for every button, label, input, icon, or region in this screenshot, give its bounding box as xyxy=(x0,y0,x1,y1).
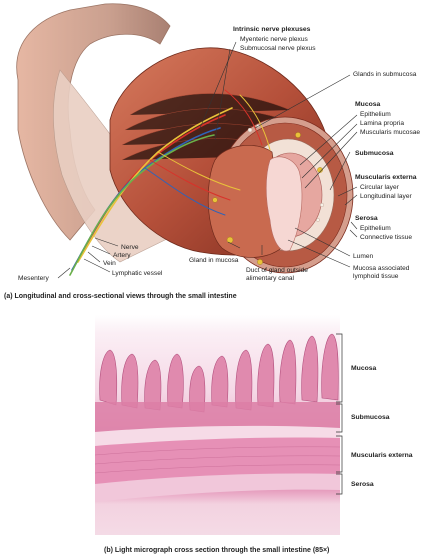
label-submucosa: Submucosa xyxy=(355,150,394,157)
label-b-mucosa: Mucosa xyxy=(351,365,377,372)
wall-vessels xyxy=(144,89,271,216)
label-duct-1: Duct of gland outside xyxy=(246,267,308,274)
inner-tube xyxy=(207,145,286,258)
label-b-submucosa: Submucosa xyxy=(351,414,390,421)
label-serosa-epithelium: Epithelium xyxy=(360,225,391,232)
label-mesentery: Mesentery xyxy=(18,275,49,282)
lumen xyxy=(265,156,303,252)
label-connective-tissue: Connective tissue xyxy=(360,234,412,241)
plexus-ganglia xyxy=(212,132,323,265)
villi xyxy=(99,333,339,413)
label-b-serosa: Serosa xyxy=(351,481,374,488)
label-mucosa: Mucosa xyxy=(355,101,381,108)
labels-b: Mucosa Submucosa Muscularis externa Sero… xyxy=(351,365,413,488)
leader-lines-a xyxy=(57,41,358,279)
label-serosa: Serosa xyxy=(355,215,378,222)
label-muscularis-mucosae: Muscularis mucosae xyxy=(360,129,420,136)
light-micrograph xyxy=(94,315,341,535)
label-glands-in-submucosa: Glands in submucosa xyxy=(353,71,417,78)
serosa-band xyxy=(95,473,340,502)
label-b-muscularis-externa: Muscularis externa xyxy=(351,452,413,459)
label-longitudinal-layer: Longitudinal layer xyxy=(360,193,412,200)
submucosal-glands xyxy=(247,124,325,222)
muscle-fibers xyxy=(94,446,341,474)
label-mucosa-associated-2: lymphoid tissue xyxy=(353,273,399,280)
label-duct-2: alimentary canal xyxy=(246,275,295,282)
labels-a: Intrinsic nerve plexuses Myenteric nerve… xyxy=(18,26,420,282)
lymph-vessel xyxy=(69,134,215,276)
label-muscularis-externa: Muscularis externa xyxy=(355,174,417,181)
label-vein: Vein xyxy=(103,260,116,267)
distant-intestine-tube xyxy=(16,3,171,241)
caption-a: (a) Longitudinal and cross-sectional vie… xyxy=(4,293,237,300)
label-lumen: Lumen xyxy=(353,253,373,260)
brackets-b xyxy=(336,333,343,495)
label-mucosa-associated-1: Mucosa associated xyxy=(353,265,410,272)
label-intrinsic-nerve-plexuses: Intrinsic nerve plexuses xyxy=(233,26,311,33)
label-circular-layer: Circular layer xyxy=(360,184,400,191)
intestine-illustration xyxy=(16,3,354,276)
label-gland-in-mucosa: Gland in mucosa xyxy=(189,257,239,264)
label-nerve: Nerve xyxy=(121,244,139,251)
caption-b: (b) Light micrograph cross section throu… xyxy=(104,547,329,554)
label-epithelium: Epithelium xyxy=(360,111,391,118)
label-lamina-propria: Lamina propria xyxy=(360,120,404,127)
label-myenteric-nerve-plexus: Myenteric nerve plexus xyxy=(240,36,309,43)
label-submucosal-nerve-plexus: Submucosal nerve plexus xyxy=(240,45,316,52)
label-lymphatic-vessel: Lymphatic vessel xyxy=(112,270,163,277)
label-artery: Artery xyxy=(113,252,131,259)
